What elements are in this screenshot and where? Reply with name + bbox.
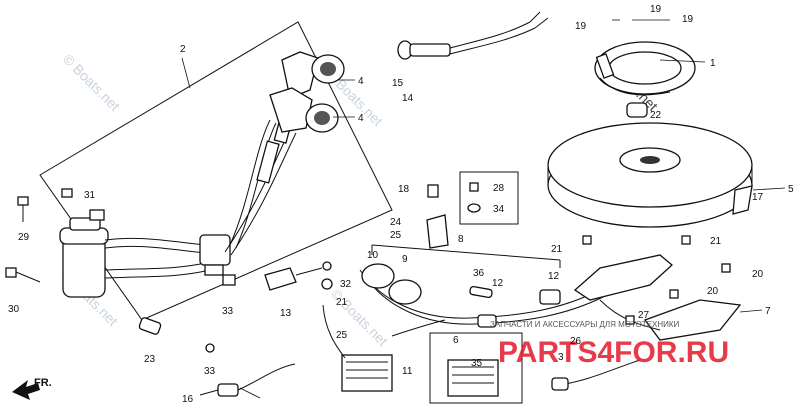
callout-5: 5 [788, 184, 794, 195]
callout-23: 23 [144, 354, 156, 365]
callout-14: 14 [402, 93, 414, 104]
callout-12a: 12 [492, 278, 504, 289]
top-wire [397, 11, 549, 60]
callouts: 1 2 3 4 4 5 6 7 8 9 10 11 12 12 13 14 15… [8, 4, 794, 405]
box-hardware [467, 182, 481, 213]
ru-watermark: PARTS4FOR.RU ЗАПЧАСТИ И АКСЕССУАРЫ ДЛЯ М… [490, 320, 729, 369]
callout-33b: 33 [204, 366, 216, 377]
callout-19a: 19 [575, 21, 587, 32]
coil-assembly-outline [39, 21, 393, 321]
callout-9: 9 [402, 254, 408, 265]
front-label: FR. [34, 377, 52, 389]
hardware-box [459, 171, 519, 225]
ignition-coil [59, 209, 231, 298]
callout-18: 18 [398, 184, 410, 195]
callout-7: 7 [765, 306, 771, 317]
callout-17: 17 [752, 192, 764, 203]
callout-4b: 4 [358, 113, 364, 124]
callout-32: 32 [340, 279, 352, 290]
callout-15: 15 [392, 78, 404, 89]
callout-21a: 21 [551, 244, 563, 255]
callout-30: 30 [8, 304, 20, 315]
watermark-ru-brand: PARTS4FOR.RU [498, 336, 729, 369]
spark-plug-leads [224, 51, 345, 256]
leader-lines [181, 19, 786, 399]
callout-12b: 12 [548, 271, 560, 282]
callout-25b: 25 [336, 330, 348, 341]
callout-6: 6 [453, 335, 459, 346]
callout-19b: 19 [650, 4, 662, 15]
callout-20b: 20 [707, 286, 719, 297]
pulse-sensor-lead [199, 363, 296, 397]
callout-20a: 20 [752, 269, 764, 280]
callout-8: 8 [458, 234, 464, 245]
callout-35: 35 [471, 358, 483, 369]
wire-harness [359, 184, 606, 328]
callout-33a: 33 [222, 306, 234, 317]
callout-4a: 4 [358, 76, 364, 87]
regulator-units [322, 304, 523, 404]
callout-10: 10 [367, 250, 379, 261]
callout-21c: 21 [336, 297, 348, 308]
callout-29: 29 [18, 232, 30, 243]
callout-2: 2 [180, 44, 186, 55]
callout-28: 28 [493, 183, 505, 194]
flywheel [547, 122, 753, 228]
callout-21b: 21 [710, 236, 722, 247]
callout-1: 1 [710, 58, 716, 69]
callout-36: 36 [473, 268, 485, 279]
left-small-parts [5, 188, 333, 353]
watermark-boats-1: © Boats.net [60, 51, 123, 114]
stator-ring [594, 41, 696, 118]
callout-13: 13 [280, 308, 292, 319]
callout-22: 22 [650, 110, 662, 121]
callout-24: 24 [390, 217, 402, 228]
callout-19c: 19 [682, 14, 694, 25]
callout-26: 26 [570, 336, 582, 347]
callout-31: 31 [84, 190, 96, 201]
callout-3: 3 [558, 352, 564, 363]
callout-11: 11 [402, 366, 413, 377]
watermark-ru-caption: ЗАПЧАСТИ И АКСЕССУАРЫ ДЛЯ МОТОТЕХНИКИ [490, 320, 680, 329]
callout-34: 34 [493, 204, 505, 215]
callout-25a: 25 [390, 230, 402, 241]
callout-27: 27 [638, 310, 650, 321]
callout-16: 16 [182, 394, 194, 405]
exciter-coil-and-pulser [551, 235, 742, 391]
front-arrow: FR. [12, 377, 52, 400]
